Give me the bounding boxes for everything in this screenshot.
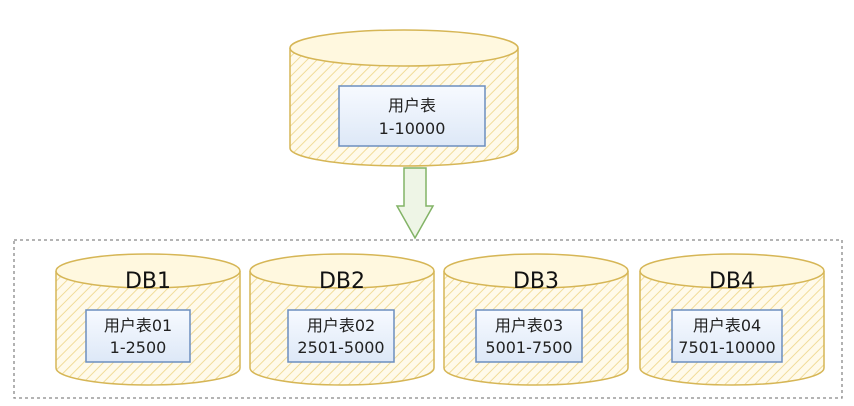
source-table-range: 1-10000	[378, 119, 446, 138]
db4-table-box	[671, 309, 783, 363]
db3-table-range: 5001-7500	[485, 338, 573, 357]
source-table-box	[338, 85, 486, 147]
db2-table-box	[287, 309, 395, 363]
db1-title: DB1	[124, 269, 172, 294]
db1-table-range: 1-2500	[109, 338, 167, 357]
db4-table-name: 用户表04	[692, 316, 762, 335]
db2-table-range: 2501-5000	[297, 338, 385, 357]
db4-table-range: 7501-10000	[678, 338, 776, 357]
down-arrow-icon	[395, 167, 435, 240]
source-table-name: 用户表	[387, 96, 436, 115]
db3-title: DB3	[512, 269, 560, 294]
db1-table-name: 用户表01	[103, 316, 173, 335]
shard-group-border	[13, 239, 843, 399]
db2-table-name: 用户表02	[306, 316, 376, 335]
db3-table-name: 用户表03	[494, 316, 564, 335]
db2-title: DB2	[318, 269, 366, 294]
db3-table-box	[475, 309, 583, 363]
db1-table-box	[85, 309, 191, 363]
db4-title: DB4	[708, 269, 756, 294]
